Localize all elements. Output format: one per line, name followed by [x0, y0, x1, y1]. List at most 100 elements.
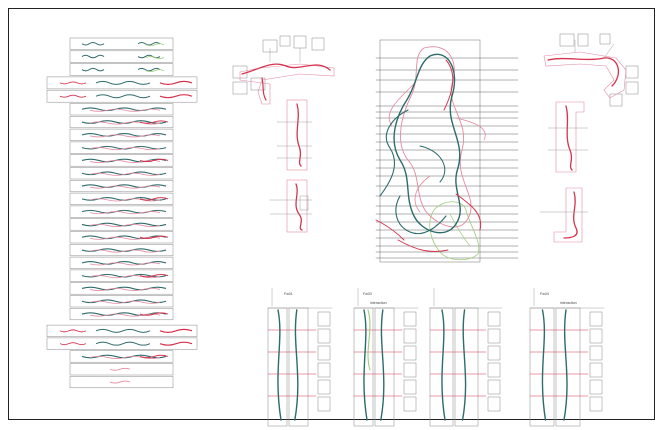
strip-frame: [46, 324, 198, 337]
strip-frame: [69, 180, 174, 193]
strip-curve: [95, 94, 151, 99]
strip-curve: [81, 54, 105, 59]
strip-curve: [81, 42, 105, 46]
strip-frame: [69, 167, 174, 180]
strip-curve: [89, 211, 161, 215]
route-diagram-top-right: [543, 33, 639, 107]
strip-frame: [69, 63, 174, 76]
strip-curve: [89, 275, 161, 279]
strip-frame: [46, 89, 198, 103]
page-frame: [8, 8, 655, 420]
section-detail-box: [317, 362, 331, 378]
section-detail-box: [317, 345, 331, 361]
strip-curve: [89, 313, 161, 317]
section-detail-box: [317, 396, 331, 412]
section-4-interaction-label: interaction: [560, 301, 577, 305]
section-curve: [563, 309, 568, 421]
section-curve: [441, 309, 446, 421]
strip-curve: [145, 43, 165, 47]
strip-frame: [69, 50, 174, 63]
strip-frame: [69, 218, 174, 231]
strip-curve: [159, 80, 193, 85]
section-detail-box: [403, 362, 417, 378]
strip-curve: [89, 355, 161, 359]
strip-column: [46, 37, 198, 389]
strip-curve: [89, 185, 161, 189]
section-detail-box: [487, 362, 501, 378]
strip-panels: [46, 37, 198, 389]
section-curve: [461, 309, 467, 421]
bracket-panels-right: [539, 101, 589, 243]
section-detail-box: [589, 345, 603, 361]
strip-frame: [69, 244, 174, 257]
strip-curve: [59, 342, 87, 346]
strip-frame: [69, 205, 174, 218]
section-detail-box: [403, 379, 417, 395]
strip-frame: [69, 256, 174, 269]
section-column-frame: [429, 307, 454, 427]
strip-frame: [69, 350, 174, 363]
strip-curve: [137, 42, 161, 46]
strip-curve: [89, 249, 161, 253]
bottom-section-diagrams: [267, 287, 605, 427]
section-curve: [541, 309, 547, 421]
strip-curve: [109, 380, 131, 384]
strip-curve: [59, 329, 87, 333]
strip-curve: [89, 147, 161, 151]
section-detail-box: [589, 362, 603, 378]
section-detail-box: [317, 328, 331, 344]
section-detail-box: [589, 328, 603, 344]
strip-frame: [69, 192, 174, 205]
section-detail-box: [487, 396, 501, 412]
section-column-frame: [454, 307, 479, 427]
section-column-frame: [529, 307, 555, 427]
section-detail-box: [589, 396, 603, 412]
strip-curve: [89, 287, 161, 291]
strip-curve: [109, 367, 131, 371]
section-detail-box: [317, 379, 331, 395]
section-detail-box: [487, 345, 501, 361]
strip-curve: [89, 300, 161, 304]
section-curve: [294, 309, 299, 421]
strip-curve: [89, 236, 161, 240]
section-detail-box: [317, 311, 331, 327]
strip-curve: [89, 134, 161, 138]
strip-curve: [95, 341, 151, 346]
strip-curve: [89, 198, 161, 202]
section-detail-box: [403, 328, 417, 344]
section-2-label: Fw03: [363, 292, 372, 296]
strip-curve: [139, 273, 169, 278]
strip-curve: [139, 235, 169, 239]
strip-curve: [139, 312, 169, 316]
strip-frame: [46, 76, 198, 90]
strip-curve: [89, 262, 161, 266]
strip-curve: [139, 354, 169, 359]
section-column-frame: [374, 307, 395, 427]
section-detail-box: [589, 311, 603, 327]
section-curve: [380, 309, 385, 421]
strip-curve: [139, 158, 169, 163]
section-curve: [363, 309, 368, 421]
strip-frame: [69, 37, 174, 50]
vertical-panels-middle: [269, 99, 313, 233]
strip-curve: [139, 120, 169, 124]
strip-curve: [89, 121, 161, 125]
strip-frame: [69, 295, 174, 308]
section-curve: [277, 309, 282, 421]
section-detail-box: [487, 311, 501, 327]
strip-curve: [137, 67, 161, 72]
strip-frame: [69, 116, 174, 129]
strip-frame: [46, 337, 198, 350]
section-curve: [367, 309, 371, 371]
section-2-interaction-label: interaction: [370, 301, 387, 305]
strip-curve: [89, 223, 161, 227]
strip-frame: [69, 376, 174, 389]
section-detail-box: [403, 311, 417, 327]
strip-curve: [59, 81, 87, 85]
strip-frame: [69, 141, 174, 154]
horizontal-guide-lines: [375, 57, 519, 259]
strip-frame: [69, 154, 174, 167]
section-column-frame: [267, 307, 288, 427]
section-column-frame: [555, 307, 581, 427]
